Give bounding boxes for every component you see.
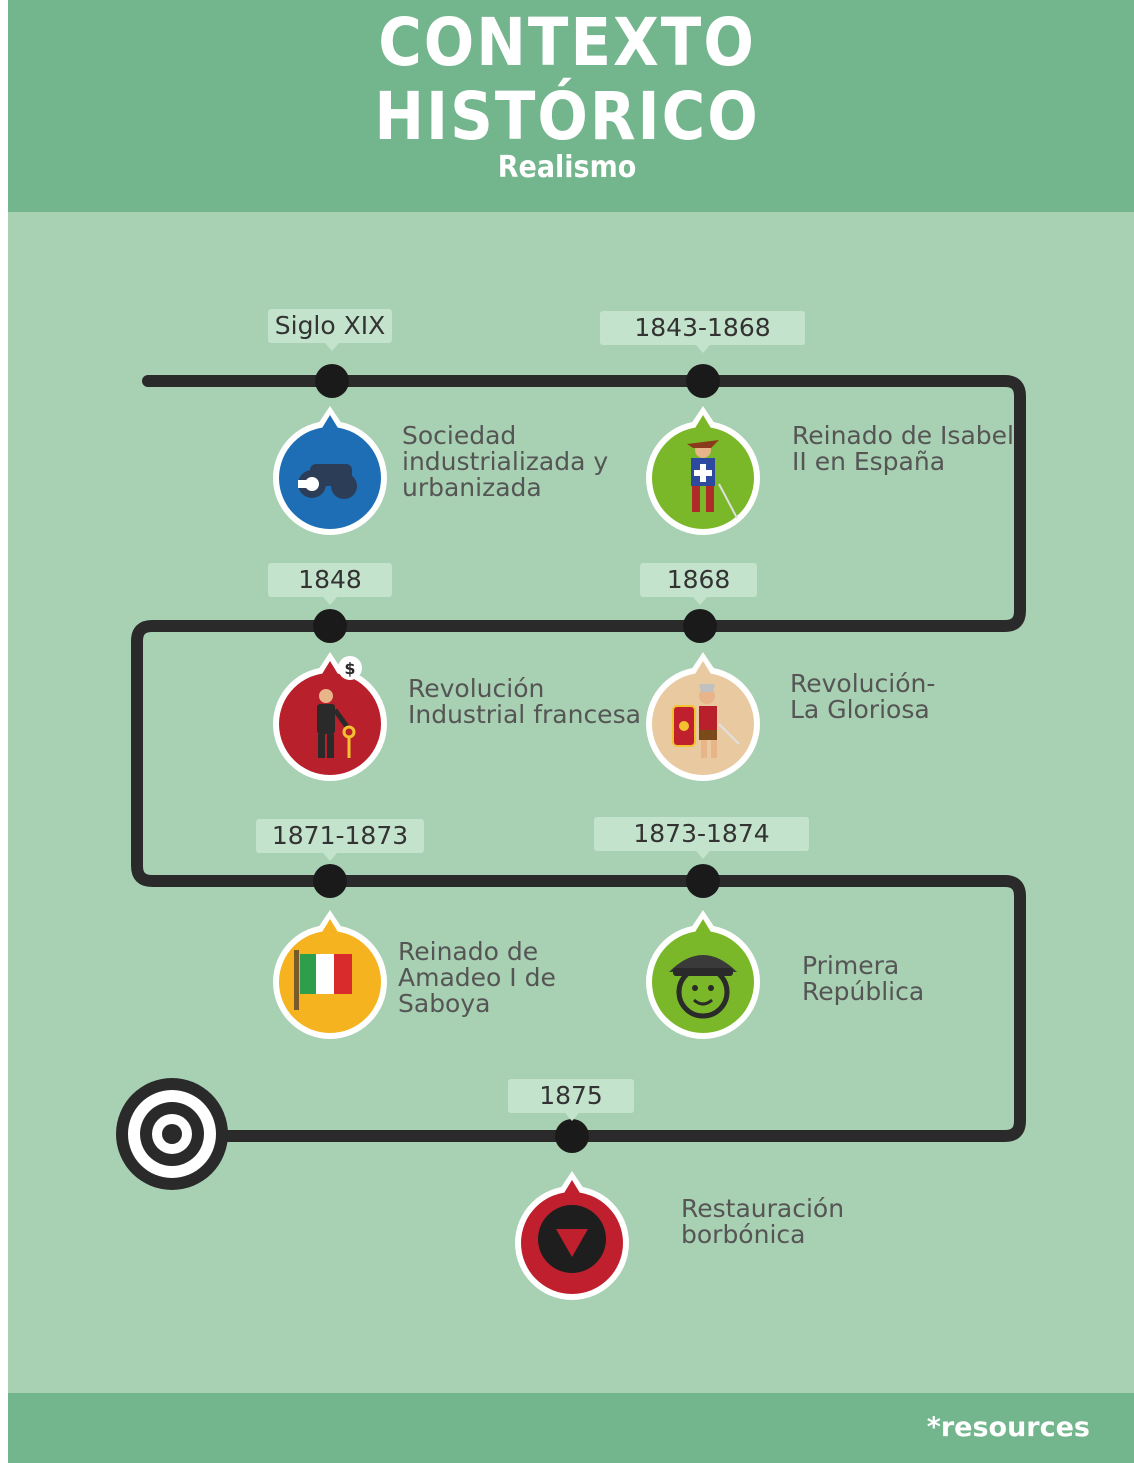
timeline-dot: [313, 609, 347, 643]
timeline-dot: [683, 609, 717, 643]
date-label: 1848: [268, 563, 392, 597]
down-arrow-icon: [538, 1205, 606, 1273]
timeline-dot: [686, 864, 720, 898]
timeline-dot: [313, 864, 347, 898]
event-marker: [273, 910, 387, 1039]
description-line: Revolución-: [790, 669, 936, 698]
event-marker: [646, 406, 760, 535]
tractor-icon: [298, 464, 357, 499]
event-marker: [515, 1171, 629, 1300]
description-line: La Gloriosa: [790, 695, 930, 724]
description-line: Revolución: [408, 674, 545, 703]
timeline-line: [131, 375, 1026, 1142]
description-line: Industrial francesa: [408, 700, 641, 729]
label-pointer: [696, 345, 710, 353]
label-pointer: [323, 597, 337, 605]
businessman-icon: $: [317, 656, 362, 758]
event-marker: $: [273, 652, 387, 781]
description-line: borbónica: [681, 1220, 806, 1249]
description-line: Saboya: [398, 989, 491, 1018]
target-icon: [116, 1078, 228, 1190]
svg-text:$: $: [344, 659, 355, 678]
roman-soldier-icon: [672, 684, 740, 758]
description-line: II en España: [792, 447, 946, 476]
officer-icon: [669, 955, 737, 1019]
description-line: urbanizada: [402, 473, 542, 502]
title-line-1: CONTEXTO: [378, 4, 756, 81]
description-line: Reinado de Isabel: [792, 421, 1014, 450]
italian-flag-icon: [294, 950, 352, 1010]
date-label: 1843-1868: [600, 311, 805, 345]
label-pointer: [323, 853, 337, 861]
label-pointer: [693, 597, 707, 605]
timeline-dot: [686, 364, 720, 398]
label-pointer: [325, 343, 339, 351]
musketeer-icon: [687, 440, 738, 519]
title-line-2: HISTÓRICO: [374, 78, 760, 155]
description-line: Amadeo I de: [398, 963, 556, 992]
description-line: Restauración: [681, 1194, 845, 1223]
resources-link[interactable]: *resources: [926, 1412, 1090, 1443]
event-marker: [646, 652, 760, 781]
date-label: Siglo XIX: [268, 309, 392, 343]
label-pointer: [565, 1113, 579, 1121]
date-label: 1868: [640, 563, 757, 597]
description-line: Sociedad: [402, 421, 517, 450]
event-description: Revolución-La Gloriosa: [790, 671, 935, 723]
timeline-dot: [555, 1119, 589, 1153]
description-line: República: [802, 977, 925, 1006]
subtitle: Realismo: [497, 150, 637, 185]
date-label: 1873-1874: [594, 817, 809, 851]
header-band: [8, 0, 1134, 212]
date-label: 1875: [508, 1079, 634, 1113]
label-pointer: [696, 851, 710, 859]
timeline-dot: [315, 364, 349, 398]
description-line: industrializada y: [402, 447, 609, 476]
event-marker: [646, 910, 760, 1039]
footer-band: [8, 1393, 1134, 1463]
description-line: Reinado de: [398, 937, 539, 966]
event-marker: [273, 406, 387, 535]
description-line: Primera: [802, 951, 900, 980]
date-label: 1871-1873: [256, 819, 424, 853]
